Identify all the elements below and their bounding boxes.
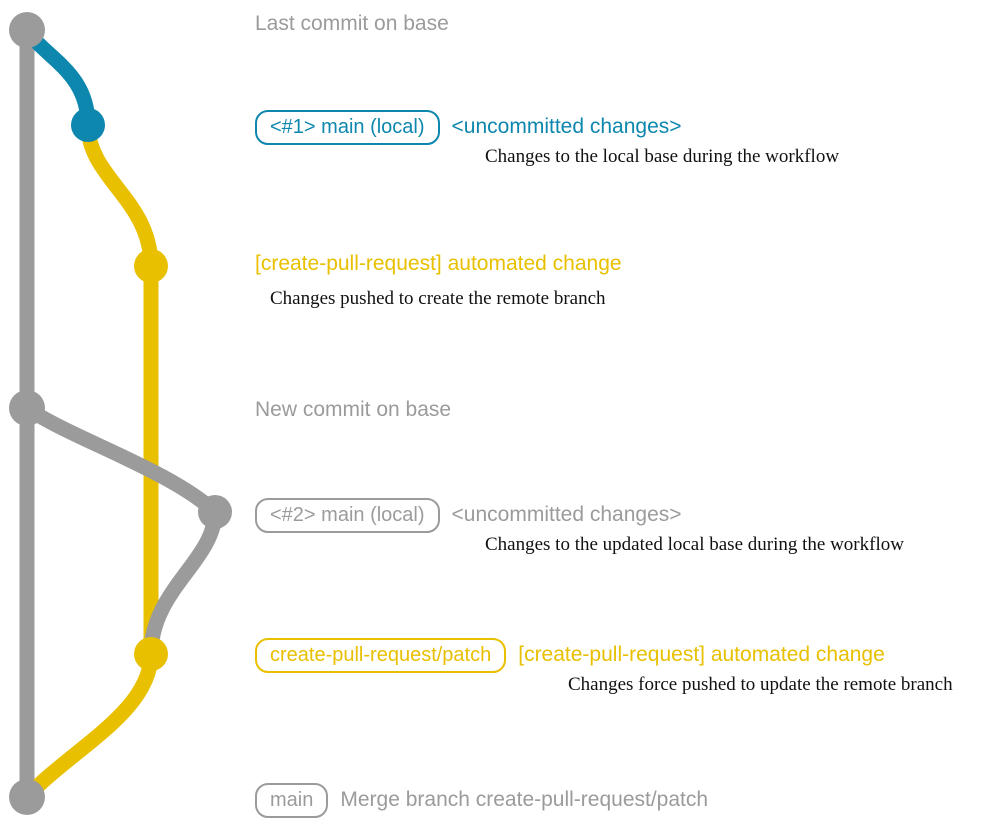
commit-note: Changes pushed to create the remote bran…: [270, 288, 606, 309]
commit-subject: Last commit on base: [255, 12, 449, 35]
commit-subject: <uncommitted changes>: [451, 115, 682, 138]
commit-row-last-commit-on-base: Last commit on base: [255, 12, 449, 36]
commit-row-patch-2: create-pull-request/patch [create-pull-r…: [255, 638, 885, 673]
commit-row-merge: main Merge branch create-pull-request/pa…: [255, 783, 708, 818]
branch-label-main[interactable]: main: [255, 783, 329, 818]
commit-row-new-commit-on-base: New commit on base: [255, 398, 451, 422]
edge-local1-to-patch1: [80, 117, 159, 274]
commit-subject: [create-pull-request] automated change: [518, 643, 885, 666]
commit-row-local-1: <#1> main (local) <uncommitted changes>: [255, 110, 682, 145]
commit-row-local-2: <#2> main (local) <uncommitted changes>: [255, 498, 682, 533]
commit-row-patch-1: [create-pull-request] automated change: [255, 252, 622, 276]
branch-label-main-local-1[interactable]: <#1> main (local): [255, 110, 440, 145]
commit-node-local-2[interactable]: [198, 495, 232, 529]
commit-node-base-top[interactable]: [9, 12, 45, 48]
commit-note: Changes to the local base during the wor…: [485, 146, 840, 167]
commit-node-base-new[interactable]: [9, 390, 45, 426]
edge-patch2-to-merge: [19, 646, 159, 805]
commit-note: Changes to the updated local base during…: [485, 534, 904, 555]
branch-label-create-pull-request-patch[interactable]: create-pull-request/patch: [255, 638, 507, 673]
commit-node-merge[interactable]: [9, 779, 45, 815]
commit-note: Changes force pushed to update the remot…: [568, 674, 953, 695]
edge-local2-to-patch2: [143, 504, 223, 662]
commit-node-local-1[interactable]: [71, 108, 105, 142]
edge-base2-to-local2: [19, 400, 223, 520]
commit-node-patch-2[interactable]: [134, 637, 168, 671]
commit-subject: <uncommitted changes>: [451, 503, 682, 526]
commit-subject: Merge branch create-pull-request/patch: [340, 788, 709, 811]
commit-subject: [create-pull-request] automated change: [255, 252, 622, 275]
branch-label-main-local-2[interactable]: <#2> main (local): [255, 498, 440, 533]
commit-node-patch-1[interactable]: [134, 249, 168, 283]
commit-subject: New commit on base: [255, 398, 452, 421]
